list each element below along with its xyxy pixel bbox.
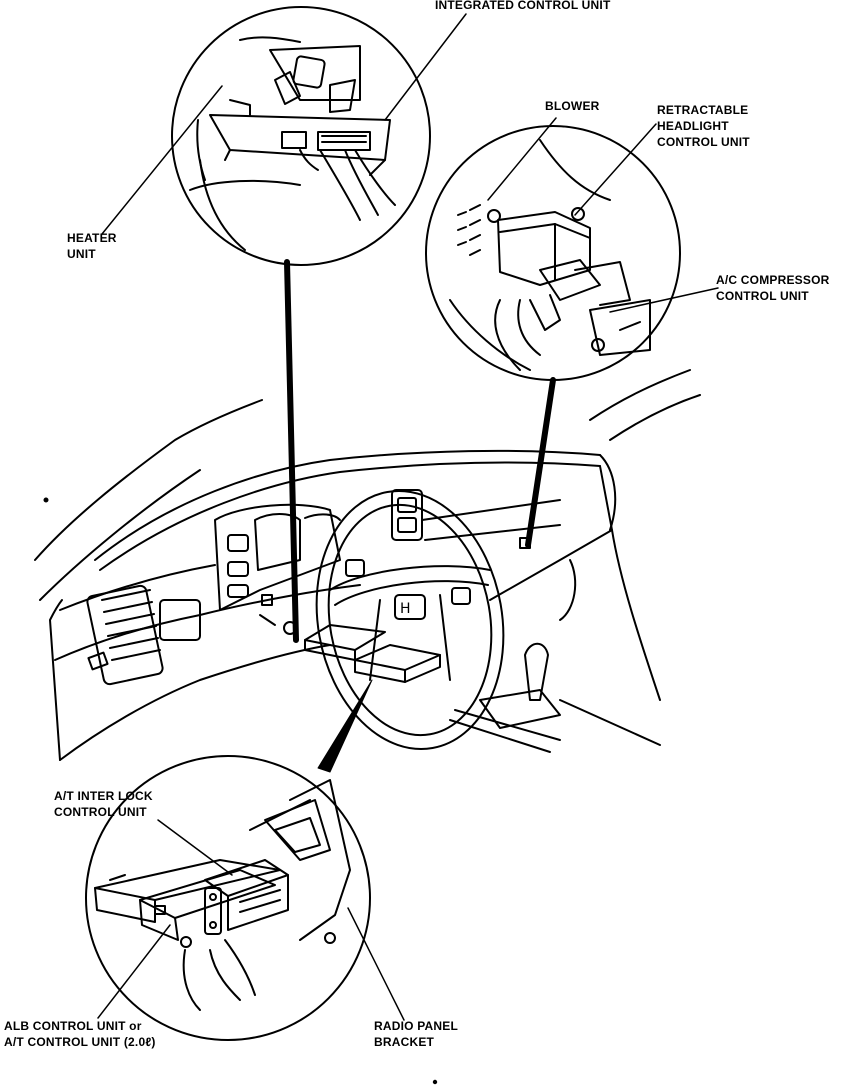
detail-top-illustration [189, 36, 396, 251]
label-blower: BLOWER [545, 99, 600, 113]
leader-ac-compressor [609, 287, 719, 313]
leader-retractable-headlight [574, 123, 657, 216]
leader-integrated-control-unit [384, 13, 467, 121]
dashboard-illustration: H [34, 369, 701, 761]
leader-wedge-bottom [317, 679, 373, 773]
svg-text:H: H [400, 601, 411, 617]
leader-bar-right [525, 377, 556, 548]
detail-circle-right [425, 125, 681, 381]
label-heater-unit: HEATER UNIT [67, 231, 117, 261]
leader-radio-panel-bracket [347, 907, 405, 1021]
leader-bar-top [284, 259, 299, 643]
label-integrated-control-unit: INTEGRATED CONTROL UNIT [435, 0, 611, 12]
label-at-interlock-control-unit: A/T INTER LOCK CONTROL UNIT [54, 789, 153, 819]
label-radio-panel-bracket: RADIO PANEL BRACKET [374, 1019, 458, 1049]
leader-blower [487, 117, 557, 201]
leader-at-interlock [157, 819, 233, 876]
label-retractable-headlight-control-unit: RETRACTABLE HEADLIGHT CONTROL UNIT [657, 103, 750, 149]
detail-circle-top [171, 6, 431, 266]
leader-alb-control-unit [97, 924, 171, 1019]
detail-bottom-illustration [94, 779, 351, 1011]
detail-right-illustration [449, 139, 651, 371]
detail-circle-bottom [85, 755, 371, 1041]
leader-heater-unit [101, 85, 223, 235]
label-ac-compressor-control-unit: A/C COMPRESSOR CONTROL UNIT [716, 273, 830, 303]
label-alb-or-at-control-unit: ALB CONTROL UNIT or A/T CONTROL UNIT (2.… [4, 1019, 156, 1049]
